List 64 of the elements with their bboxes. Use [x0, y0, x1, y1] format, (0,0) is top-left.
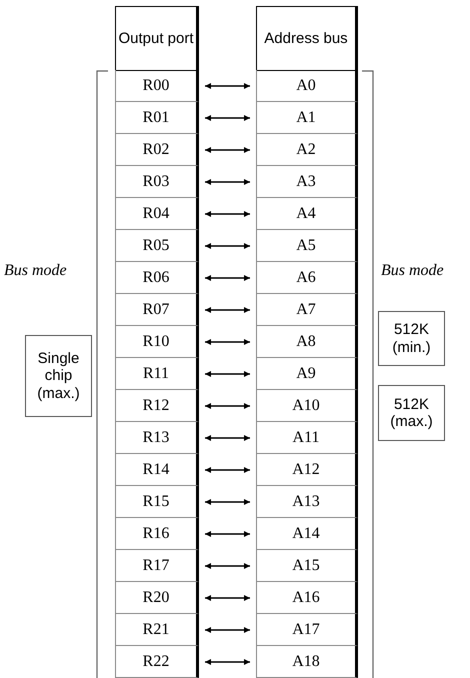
column-header: Output port	[115, 6, 199, 71]
port-cell: R17	[115, 550, 199, 582]
double-arrow	[205, 83, 250, 89]
address-cell: A18	[256, 646, 358, 678]
double-arrow	[205, 339, 250, 345]
column-header: Address bus	[256, 6, 358, 71]
address-cell: A14	[256, 518, 358, 550]
port-cell: R21	[115, 614, 199, 646]
mode-box: 512K (max.)	[378, 385, 445, 441]
double-arrow	[205, 467, 250, 473]
double-arrow	[205, 659, 250, 665]
port-cell: R16	[115, 518, 199, 550]
address-cell: A0	[256, 70, 358, 102]
address-cell: A1	[256, 102, 358, 134]
port-cell: R12	[115, 390, 199, 422]
double-arrow	[205, 179, 250, 185]
address-cell: A6	[256, 262, 358, 294]
address-cell: A17	[256, 614, 358, 646]
port-cell: R01	[115, 102, 199, 134]
port-cell: R06	[115, 262, 199, 294]
address-cell: A5	[256, 230, 358, 262]
double-arrow	[205, 499, 250, 505]
port-cell: R04	[115, 198, 199, 230]
port-cell: R05	[115, 230, 199, 262]
address-cell: A7	[256, 294, 358, 326]
double-arrow	[205, 627, 250, 633]
address-cell: A16	[256, 582, 358, 614]
port-cell: R20	[115, 582, 199, 614]
address-cell: A11	[256, 422, 358, 454]
double-arrow	[205, 147, 250, 153]
address-cell: A4	[256, 198, 358, 230]
port-cell: R14	[115, 454, 199, 486]
port-cell: R13	[115, 422, 199, 454]
mode-label: Bus mode	[381, 262, 444, 280]
mode-label: Bus mode	[4, 262, 67, 280]
address-cell: A3	[256, 166, 358, 198]
port-cell: R07	[115, 294, 199, 326]
mode-box: Single chip (max.)	[25, 335, 92, 417]
double-arrow	[205, 403, 250, 409]
address-cell: A13	[256, 486, 358, 518]
port-cell: R03	[115, 166, 199, 198]
address-cell: A2	[256, 134, 358, 166]
double-arrow	[205, 595, 250, 601]
double-arrow	[205, 563, 250, 569]
double-arrow	[205, 435, 250, 441]
address-cell: A8	[256, 326, 358, 358]
double-arrow	[205, 211, 250, 217]
port-cell: R15	[115, 486, 199, 518]
address-cell: A10	[256, 390, 358, 422]
port-cell: R10	[115, 326, 199, 358]
mode-box: 512K (min.)	[378, 311, 445, 366]
address-cell: A15	[256, 550, 358, 582]
address-cell: A9	[256, 358, 358, 390]
double-arrow	[205, 307, 250, 313]
address-cell: A12	[256, 454, 358, 486]
double-arrow	[205, 115, 250, 121]
port-cell: R22	[115, 646, 199, 678]
port-cell: R11	[115, 358, 199, 390]
double-arrow	[205, 531, 250, 537]
double-arrow	[205, 243, 250, 249]
port-cell: R00	[115, 70, 199, 102]
double-arrow	[205, 275, 250, 281]
double-arrow	[205, 371, 250, 377]
port-cell: R02	[115, 134, 199, 166]
